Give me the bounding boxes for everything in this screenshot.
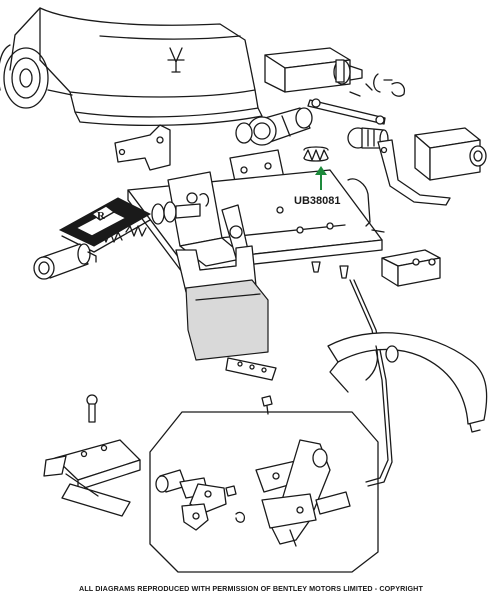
car-rear-illustration: [0, 7, 263, 127]
spring-part: [303, 146, 329, 162]
wire-rod-small: [347, 178, 385, 233]
actuator-bracket: [377, 139, 451, 206]
main-channel-member: [127, 169, 383, 273]
striker-pin: [155, 469, 246, 531]
rr-badge: R: [58, 197, 152, 253]
bolt-left: [86, 394, 98, 423]
latch-mechanism: [255, 439, 351, 547]
lock-barrel: [235, 107, 313, 146]
badge-monogram: R: [97, 210, 106, 222]
detail-inset-panel: [149, 411, 379, 573]
link-rod: [307, 98, 386, 125]
callout-arrow-head: [315, 166, 327, 175]
relay-box: [381, 249, 441, 287]
mounting-bracket-left: [114, 124, 171, 171]
key-lock-cylinder: [33, 243, 97, 280]
curved-shield: [327, 332, 488, 433]
badge-springs: [97, 225, 147, 243]
small-strip-plate: [225, 357, 277, 381]
small-screws: [311, 261, 349, 279]
bolt-washers: [151, 201, 201, 225]
solenoid-housing: [264, 47, 363, 93]
spring-clips: [349, 73, 406, 97]
release-rod: [349, 279, 393, 487]
part-callout: UB38081: [294, 166, 340, 207]
hinge-lower-left: [43, 439, 141, 517]
lower-cover-plate: [185, 279, 269, 361]
part-number-label: UB38081: [294, 195, 340, 207]
copyright-footer: ALL DIAGRAMS REPRODUCED WITH PERMISSION …: [79, 584, 423, 593]
motor-housing: [414, 127, 487, 181]
center-screw: [261, 395, 273, 415]
